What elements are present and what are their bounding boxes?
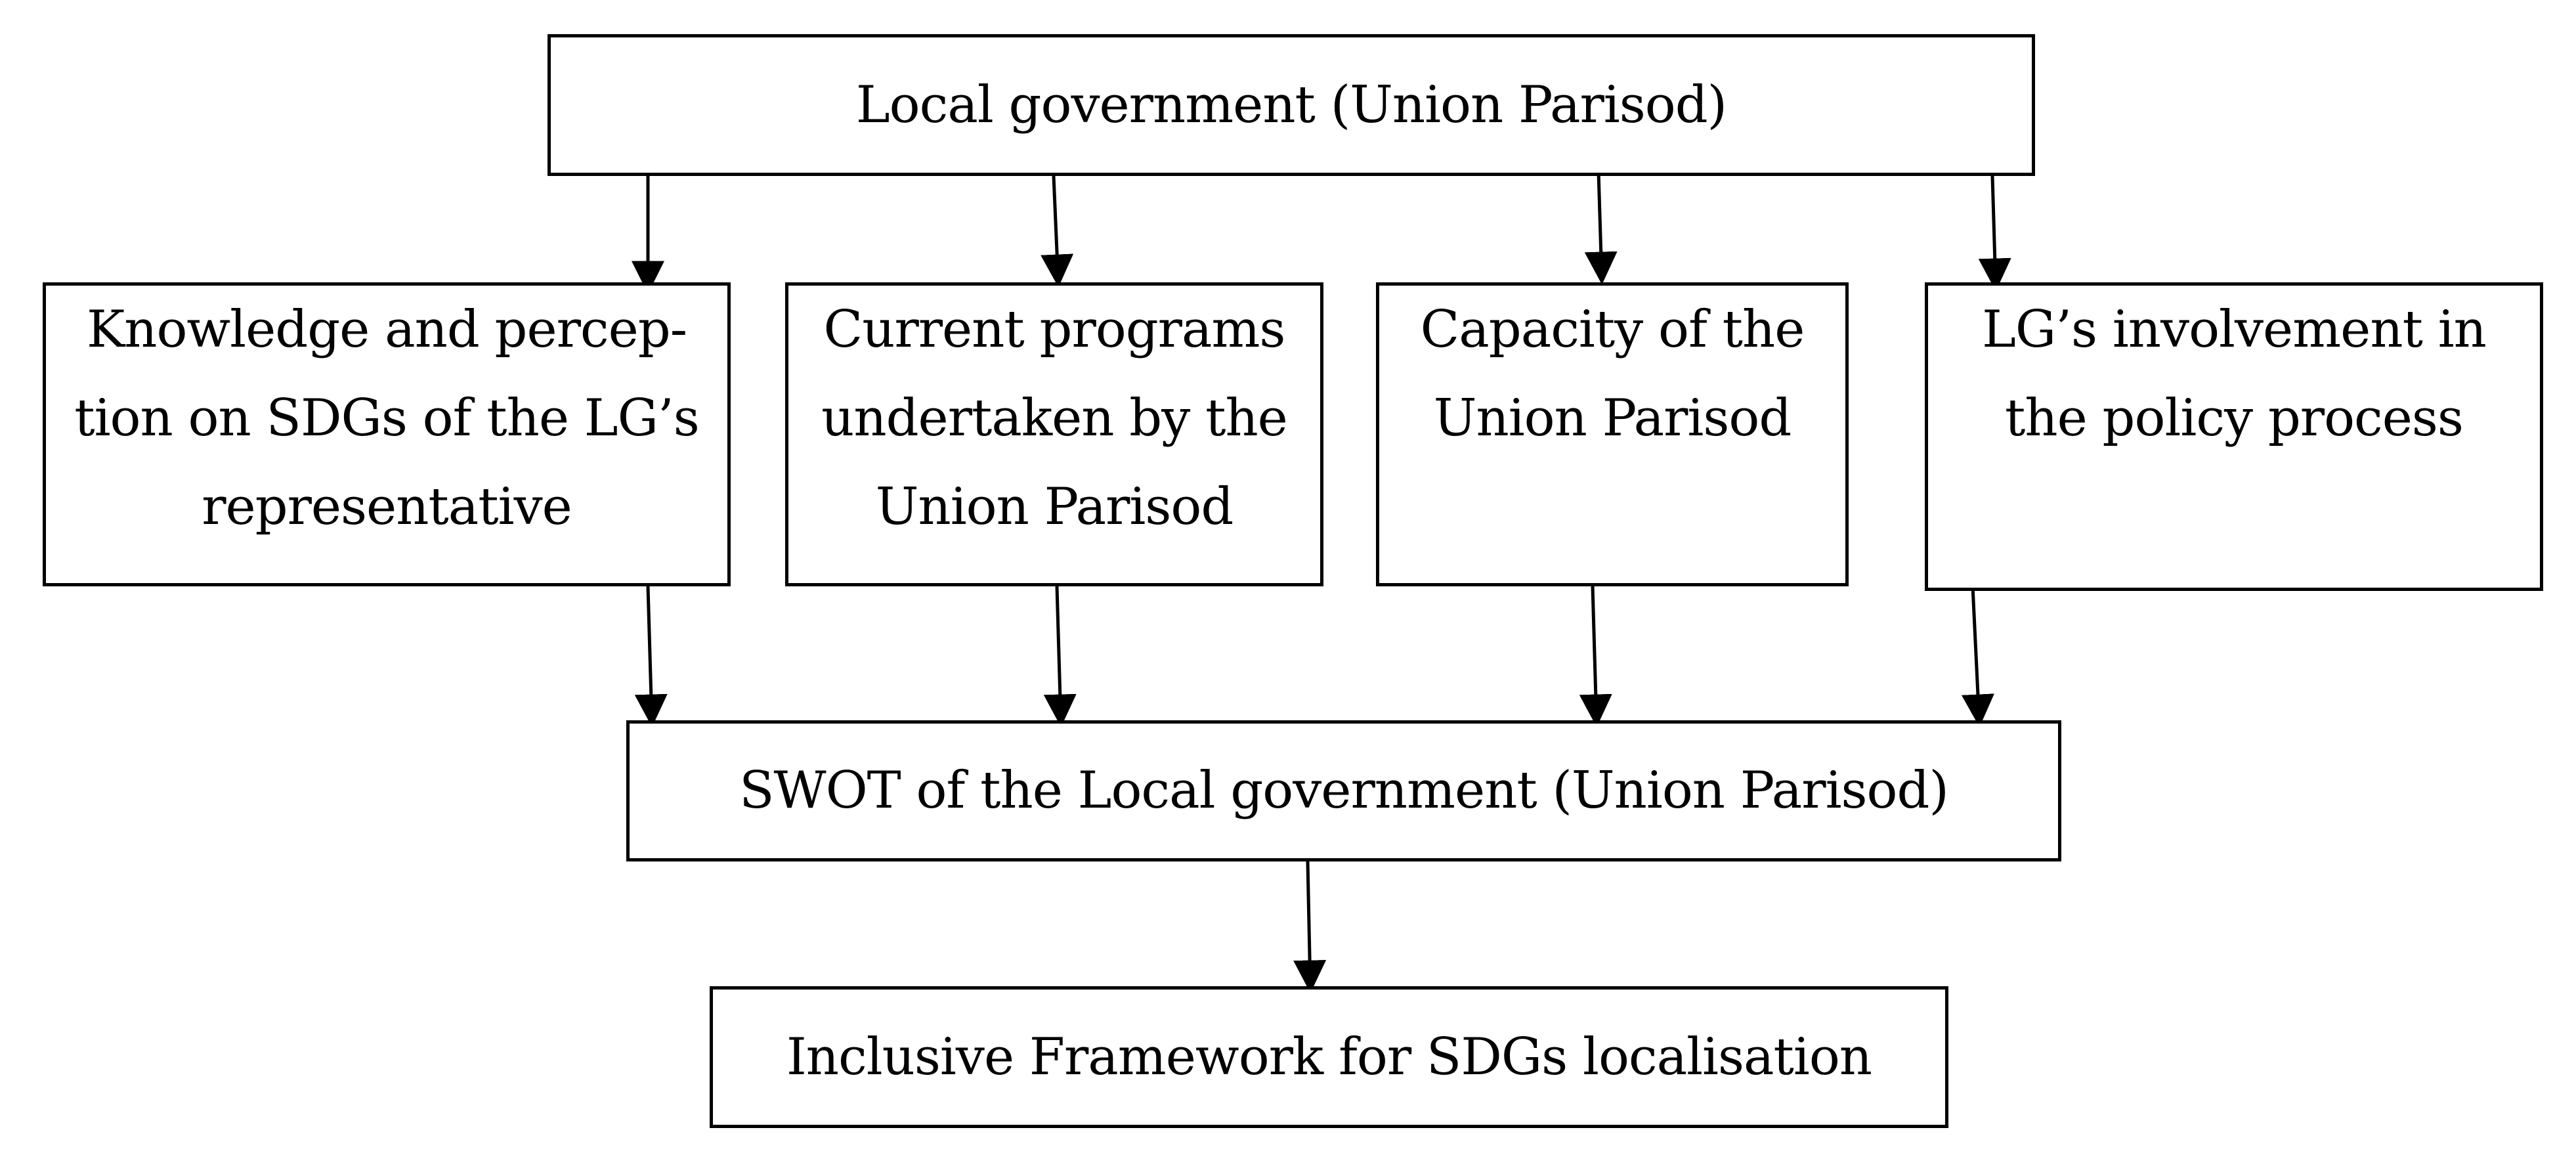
synthesis-node-swot: SWOT of the Local government (Union Pari… bbox=[626, 720, 2061, 861]
arrow-knowledge-to-swot bbox=[634, 586, 668, 728]
arrow-root-to-capacity bbox=[1584, 171, 1618, 285]
arrow-policy-to-swot bbox=[1961, 586, 1994, 728]
factor-node-label: LG’s involvement in the policy process bbox=[1982, 300, 2487, 448]
arrow-root-to-programs bbox=[1041, 175, 1074, 288]
arrow-swot-to-framework-group bbox=[1293, 861, 1327, 993]
factor-node-policy-involvement: LG’s involvement in the policy process bbox=[1925, 282, 2543, 591]
arrow-programs-to-swot bbox=[1043, 586, 1077, 728]
synthesis-node-label: SWOT of the Local government (Union Pari… bbox=[739, 761, 1949, 820]
factor-node-label: Current programs undertaken by the Union… bbox=[821, 300, 1288, 536]
factor-node-knowledge: Knowledge and percep- tion on SDGs of th… bbox=[43, 282, 731, 586]
outcome-node-label: Inclusive Framework for SDGs localisatio… bbox=[786, 1027, 1872, 1087]
factor-node-label: Knowledge and percep- tion on SDGs of th… bbox=[74, 300, 699, 536]
root-node-label: Local government (Union Parisod) bbox=[855, 75, 1727, 135]
factor-node-label: Capacity of the Union Parisod bbox=[1420, 300, 1805, 448]
outcome-node-framework: Inclusive Framework for SDGs localisatio… bbox=[710, 986, 1948, 1128]
root-node-local-government: Local government (Union Parisod) bbox=[547, 34, 2035, 176]
factor-node-capacity: Capacity of the Union Parisod bbox=[1376, 282, 1849, 586]
arrow-capacity-to-swot bbox=[1579, 586, 1612, 728]
arrows-factors-to-swot bbox=[634, 586, 1994, 728]
factor-node-programs: Current programs undertaken by the Union… bbox=[785, 282, 1323, 586]
arrow-swot-to-framework bbox=[1293, 861, 1327, 993]
arrows-root-to-factors bbox=[632, 171, 2011, 294]
arrow-root-to-policy bbox=[1978, 175, 2011, 292]
